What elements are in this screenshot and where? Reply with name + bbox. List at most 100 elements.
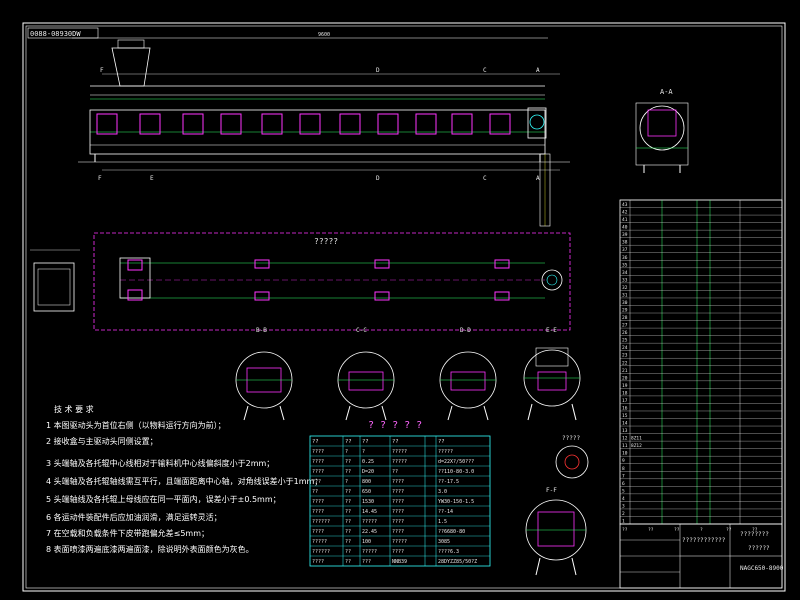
plan-view: ????? [93, 232, 571, 331]
inspection-windows [96, 113, 511, 135]
spec-cell: ?? [345, 469, 351, 475]
bom-row-number: 36 [622, 255, 628, 261]
spec-cell: ?? [345, 549, 351, 555]
bom-row-number: 21 [622, 368, 628, 374]
svg-text:E: E [150, 175, 154, 182]
bom-row-number: 3 [622, 503, 625, 509]
spec-cell: ??6680-80 [438, 529, 465, 535]
spec-cell: ???? [392, 489, 404, 495]
note-1: 1 本图驱动头为首位右侧（以物料运行方向为前）； [46, 420, 226, 430]
bom-row-number: 24 [622, 345, 628, 351]
bom-row-number: 38 [622, 240, 628, 246]
section-b-b: B-B [235, 327, 293, 421]
note-2: 2 接收盒与主驱动头同侧设置； [46, 436, 158, 446]
spec-cell: ???? [312, 499, 324, 505]
spec-cell: d=22X?/50??? [438, 459, 474, 465]
bom-row-number: 15 [622, 413, 628, 419]
bom-row-number: 2 [622, 511, 625, 517]
bom-part-code: 8Z11 [631, 436, 642, 442]
drawing-name: ???????? [740, 531, 769, 538]
note-6: 6 各运动件装配件后应加油润滑，满足运转灵活； [46, 512, 222, 522]
project-name: ???????????? [682, 537, 726, 544]
spec-header-cell: ?? [438, 439, 445, 445]
code-box [27, 27, 99, 39]
bom-footer-cell: ?? [648, 527, 654, 533]
sheet-name: ?????? [748, 545, 770, 552]
spec-cell: ???? [392, 529, 404, 535]
bom-row-number: 11 [622, 443, 628, 449]
bom-row-number: 34 [622, 270, 628, 276]
bom-row-number: 14 [622, 421, 628, 427]
spec-cell: ?? [345, 489, 351, 495]
spec-cell: ????? [392, 459, 407, 465]
bom-row-number: 17 [622, 398, 628, 404]
spec-cell: ?? [345, 509, 351, 515]
svg-text:D: D [376, 67, 380, 74]
feed-hopper [111, 47, 151, 87]
svg-text:C: C [483, 175, 487, 182]
bom-row-number: 1 [622, 519, 625, 525]
spec-cell: ?? [345, 519, 351, 525]
bom-row-number: 32 [622, 285, 628, 291]
bom-footer-cell: ?? [674, 527, 680, 533]
hopper-top [117, 39, 145, 49]
bom-row-number: 19 [622, 383, 628, 389]
svg-text:F: F [98, 175, 102, 182]
bom-footer-cell: ?? [726, 527, 732, 533]
bom-row-number: 4 [622, 496, 625, 502]
spec-cell: ?????? [312, 549, 330, 555]
section-d-d: D-D [439, 327, 497, 421]
bom-row-number: 42 [622, 210, 628, 216]
spec-cell: ????? [392, 449, 407, 455]
svg-text:A: A [536, 67, 540, 74]
drive-pulley [529, 114, 545, 130]
bom-row-number: 25 [622, 338, 628, 344]
spec-cell: ????? [362, 519, 377, 525]
spec-cell: ??? [312, 479, 321, 485]
conveyor-casing [89, 109, 546, 155]
title-block: ???????????? ???????? ?????? NAGC650-890… [619, 523, 784, 589]
bom-row-number: 43 [622, 202, 628, 208]
section-a-a: A-A [635, 88, 689, 173]
bom-row-number: 18 [622, 390, 628, 396]
spec-cell: 0.25 [362, 459, 374, 465]
spec-cell: ???? [312, 559, 324, 565]
spec-cell: 22.45 [362, 529, 377, 535]
spec-cell: ?? [392, 469, 398, 475]
bom-row-number: 22 [622, 360, 628, 366]
overall-dimension-text: 9600 [318, 32, 330, 38]
side-elevation: F F E D D C C A A [78, 39, 570, 227]
svg-text:F: F [100, 67, 104, 74]
bom-row-number: 9 [622, 458, 625, 464]
spec-cell: ????6.3 [438, 549, 459, 555]
note-7: 7 在空载和负载条件下皮带跑偏允差≤5mm； [46, 528, 209, 538]
spec-cell: ???? [392, 479, 404, 485]
spec-cell: ????? [438, 449, 453, 455]
drive-head [527, 107, 547, 139]
spec-cell: ???? [312, 449, 324, 455]
spec-cell: 100 [362, 539, 371, 545]
bom-row-number: 28 [622, 315, 628, 321]
spec-cell: ? [362, 449, 365, 455]
drawing-number: NAGC650-8900 [740, 565, 784, 572]
spec-cell: D=20 [362, 469, 374, 475]
spec-cell: ? [345, 479, 348, 485]
spec-cell: ???? [392, 549, 404, 555]
note-8: 8 表面喷漆两遍底漆两遍面漆，除说明外表面颜色为灰色。 [46, 544, 254, 554]
spec-cell: YW30-150-1.5 [438, 499, 474, 505]
bom-row-number: 40 [622, 225, 628, 231]
bom-row-number: 37 [622, 247, 628, 253]
plan-view-title: ????? [314, 237, 338, 246]
spec-cell: 3085 [438, 539, 450, 545]
spec-cell: ??-17.5 [438, 479, 459, 485]
bom-part-code: 8Z12 [631, 443, 642, 449]
bom-row-number: 35 [622, 262, 628, 268]
bom-row-number: 13 [622, 428, 628, 434]
svg-text:B-B: B-B [256, 327, 267, 334]
spec-cell: 1530 [362, 499, 374, 505]
spec-cell: NNB39 [392, 559, 407, 565]
section-c-c: C-C [337, 327, 395, 421]
spec-cell: 1.5 [438, 519, 447, 525]
bom-footer-cell: ? [700, 527, 703, 533]
